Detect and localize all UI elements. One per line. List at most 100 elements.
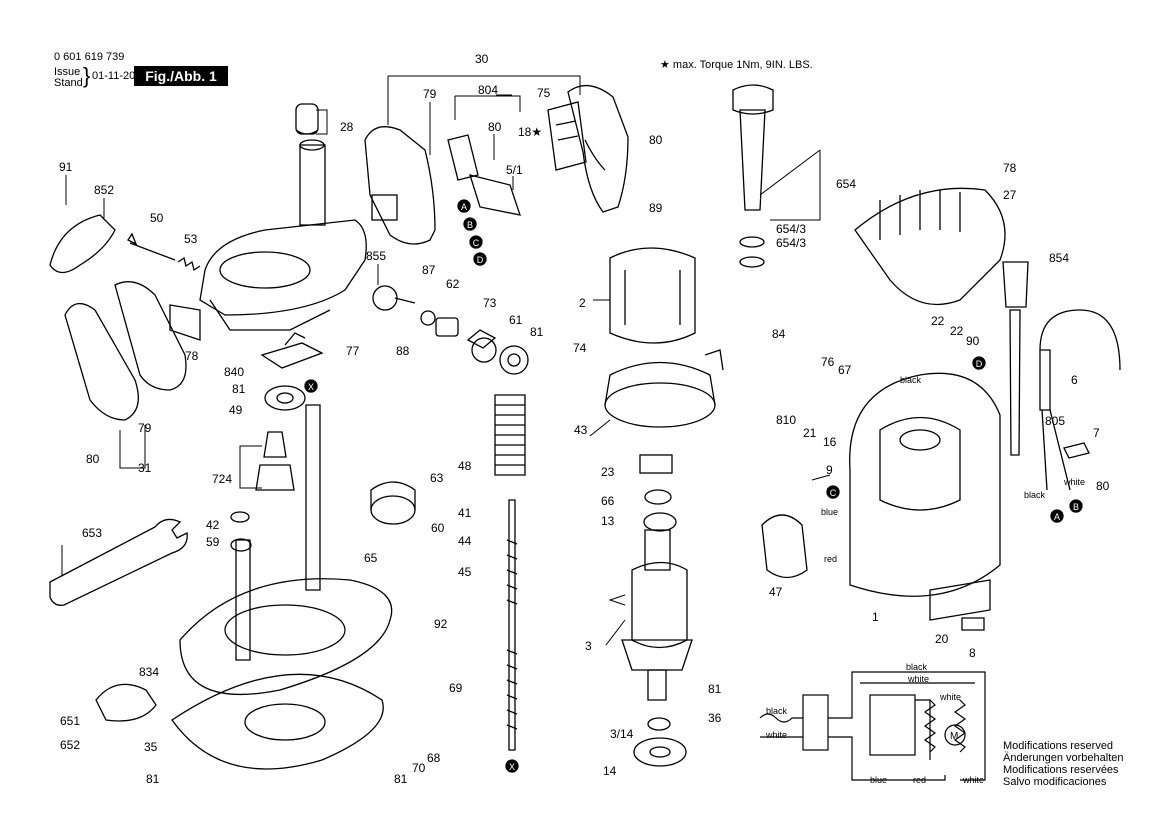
- callout-840: 840: [224, 365, 244, 379]
- callout-652: 652: [60, 738, 80, 752]
- callout-27: 27: [1003, 188, 1017, 202]
- brace-glyph: }: [83, 63, 91, 88]
- part-840-depth-stop: [260, 332, 324, 369]
- callout-91: 91: [59, 160, 73, 174]
- callout-22-a: 22: [931, 314, 945, 328]
- part-50-screw: [127, 232, 176, 261]
- callout-88: 88: [396, 344, 410, 358]
- callout-59: 59: [206, 535, 220, 549]
- callout-6: 6: [1071, 373, 1078, 387]
- callout-23: 23: [601, 465, 615, 479]
- callout-804: 804: [478, 83, 498, 97]
- svg-text:M: M: [950, 731, 958, 742]
- schem-label-white-bottom: white: [962, 775, 984, 785]
- callout-81-d: 81: [394, 772, 408, 786]
- marker-C-right: C: [826, 485, 840, 499]
- callout-28: 28: [340, 120, 354, 134]
- marker-D-right: D: [972, 356, 986, 370]
- callout-3-14: 3/14: [610, 727, 634, 741]
- callout-81-b: 81: [232, 382, 246, 396]
- part-47-switch: [761, 514, 808, 579]
- schem-label-blue: blue: [870, 775, 887, 785]
- schem-label-black-top: black: [906, 662, 928, 672]
- callout-42: 42: [206, 518, 220, 532]
- marker-A-right: A: [1050, 509, 1064, 523]
- part-53-spring: [177, 256, 201, 272]
- callout-66: 66: [601, 494, 615, 508]
- callout-labels: 30 79 804 75 80 18★ 5/1 80 28 91 852 50 …: [59, 52, 1110, 786]
- callout-81-e: 81: [146, 772, 160, 786]
- part-1-motor-housing: [849, 372, 1001, 597]
- marker-X-top: X: [304, 379, 318, 393]
- part-42-ring: [230, 511, 250, 523]
- wire-label-black-cord: black: [1024, 490, 1046, 500]
- part-number: 0 601 619 739: [54, 51, 125, 63]
- part-8-plate: [961, 617, 985, 631]
- callout-80-b-top: 80: [649, 133, 663, 147]
- callout-654-3-b: 654/3: [776, 236, 806, 250]
- callout-81-c: 81: [708, 682, 722, 696]
- callout-651: 651: [60, 714, 80, 728]
- part-59-ring: [230, 538, 252, 552]
- callout-84: 84: [772, 327, 786, 341]
- wire-label-black-top: black: [900, 375, 922, 385]
- marker-B-left: B: [463, 217, 477, 231]
- callout-31: 31: [138, 461, 152, 475]
- svg-text:C: C: [473, 238, 480, 248]
- callout-67: 67: [838, 363, 852, 377]
- callout-3: 3: [585, 639, 592, 653]
- callout-35: 35: [144, 740, 158, 754]
- schem-label-black-left: black: [766, 706, 788, 716]
- callout-44: 44: [458, 534, 472, 548]
- callout-61: 61: [509, 313, 523, 327]
- torque-note: ★ max. Torque 1Nm, 9IN. LBS.: [660, 59, 813, 71]
- callout-855: 855: [366, 249, 386, 263]
- callout-36: 36: [708, 711, 722, 725]
- callout-5-1: 5/1: [506, 163, 523, 177]
- callout-68: 68: [427, 751, 441, 765]
- callout-65: 65: [364, 551, 378, 565]
- callout-79-b: 79: [138, 421, 152, 435]
- part-724-collet: [255, 431, 295, 491]
- part-31-handles: [64, 281, 201, 421]
- svg-text:X: X: [509, 762, 515, 772]
- part-854-cable-guard: [1002, 261, 1029, 456]
- callout-69: 69: [449, 681, 463, 695]
- part-2-field: [609, 247, 696, 344]
- marker-X-bottom: X: [505, 759, 519, 773]
- part-35-sub-base: [171, 673, 384, 770]
- callout-78-a: 78: [185, 349, 199, 363]
- svg-text:D: D: [976, 359, 983, 369]
- callout-76: 76: [821, 355, 835, 369]
- callout-77: 77: [346, 344, 360, 358]
- callout-47: 47: [769, 585, 783, 599]
- callout-14: 14: [603, 764, 617, 778]
- wire-label-red: red: [824, 554, 837, 564]
- marker-D-left: D: [473, 252, 487, 266]
- schem-label-red: red: [913, 775, 926, 785]
- issue-date: 01-11-20: [92, 70, 136, 82]
- callout-87: 87: [422, 263, 436, 277]
- callout-1: 1: [872, 610, 879, 624]
- svg-text:A: A: [461, 202, 467, 212]
- modifications-line-fr: Modifications reservées: [1003, 764, 1119, 776]
- callout-654: 654: [836, 177, 856, 191]
- callout-74: 74: [573, 341, 587, 355]
- modifications-line-en: Modifications reserved: [1003, 740, 1114, 752]
- part-63-turret: [370, 481, 416, 525]
- callout-63: 63: [430, 471, 444, 485]
- part-49-washer: [264, 385, 306, 411]
- callout-48: 48: [458, 459, 472, 473]
- modifications-line-de: Änderungen vorbehalten: [1003, 752, 1124, 764]
- callout-45: 45: [458, 565, 472, 579]
- callout-653: 653: [82, 526, 102, 540]
- callout-43: 43: [574, 423, 588, 437]
- callout-9: 9: [826, 463, 833, 477]
- callout-30: 30: [475, 52, 489, 66]
- part-45-depth-rod: [506, 499, 518, 751]
- callout-22-b: 22: [950, 324, 964, 338]
- part-14-bearing: [633, 737, 687, 767]
- part-3-armature: [621, 529, 693, 701]
- wire-label-white-cord: white: [1063, 477, 1085, 487]
